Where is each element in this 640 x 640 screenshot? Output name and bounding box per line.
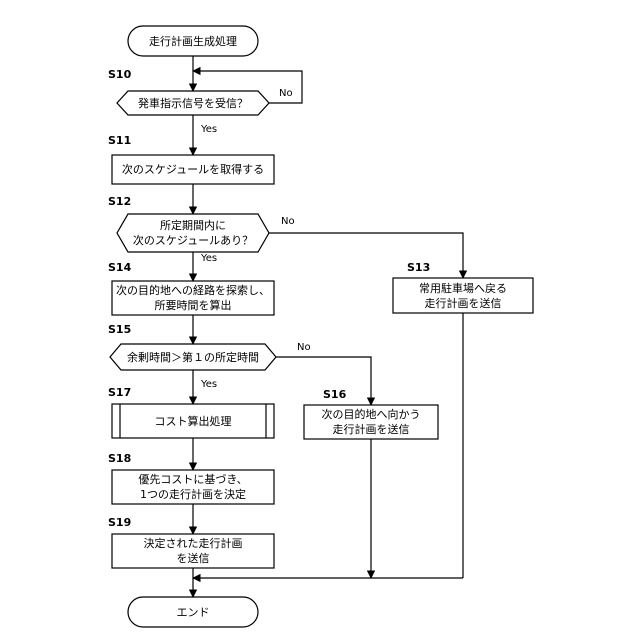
- s19-process: 決定された走行計画 を送信: [112, 534, 274, 568]
- s10-text: 発車指示信号を受信？: [138, 96, 248, 111]
- start-label: 走行計画生成処理: [149, 34, 237, 49]
- s19-text-line2: を送信: [177, 551, 210, 566]
- s12-text-line2: 次のスケジュールあり？: [133, 233, 253, 248]
- s18-step-id: S18: [108, 452, 131, 465]
- s12-no-label: No: [281, 216, 295, 227]
- s17-text: コスト算出処理: [155, 414, 232, 429]
- end-label: エンド: [177, 605, 210, 620]
- s10-yes-label: Yes: [201, 124, 217, 135]
- s11-step-id: S11: [108, 134, 131, 147]
- s15-text: 余剰時間＞第１の所定時間: [127, 350, 259, 365]
- s15-decision: 余剰時間＞第１の所定時間: [110, 344, 276, 370]
- arrow-s12-no-to-s13: [269, 233, 463, 278]
- s16-step-id: S16: [323, 388, 346, 401]
- s18-text-line2: 1つの走行計画を決定: [140, 487, 246, 502]
- end-terminal: エンド: [128, 597, 258, 627]
- s18-text-line1: 優先コストに基づき、: [138, 472, 247, 487]
- s17-step-id: S17: [108, 386, 131, 399]
- s19-text-line1: 決定された走行計画: [144, 536, 243, 551]
- s12-yes-label: Yes: [201, 253, 217, 264]
- s17-subprocess: コスト算出処理: [112, 404, 274, 438]
- s10-step-id: S10: [108, 68, 131, 81]
- s12-step-id: S12: [108, 195, 131, 208]
- s16-process: 次の目的地へ向かう 走行計画を送信: [304, 405, 438, 439]
- s13-text-line2: 走行計画を送信: [425, 296, 502, 311]
- s16-text-line2: 走行計画を送信: [333, 422, 410, 437]
- s12-decision: 所定期間内に 次のスケジュールあり？: [117, 214, 269, 252]
- s18-process: 優先コストに基づき、 1つの走行計画を決定: [112, 470, 274, 504]
- s12-text-line1: 所定期間内に: [160, 218, 226, 233]
- s13-step-id: S13: [407, 261, 430, 274]
- s19-step-id: S19: [108, 516, 131, 529]
- s13-process: 常用駐車場へ戻る 走行計画を送信: [393, 278, 533, 313]
- s16-text-line1: 次の目的地へ向かう: [322, 407, 421, 422]
- s10-no-label: No: [279, 88, 293, 99]
- s14-text-line2: 所要時間を算出: [155, 298, 232, 313]
- s11-text: 次のスケジュールを取得する: [122, 162, 264, 177]
- s11-process: 次のスケジュールを取得する: [112, 155, 274, 184]
- start-terminal: 走行計画生成処理: [128, 26, 258, 56]
- s14-step-id: S14: [108, 261, 131, 274]
- s15-yes-label: Yes: [201, 379, 217, 390]
- s10-decision: 発車指示信号を受信？: [117, 91, 269, 115]
- s14-text-line1: 次の目的地への経路を探索し、: [116, 283, 270, 298]
- s15-step-id: S15: [108, 323, 131, 336]
- s13-text-line1: 常用駐車場へ戻る: [419, 281, 507, 296]
- s15-no-label: No: [297, 342, 311, 353]
- s14-process: 次の目的地への経路を探索し、 所要時間を算出: [112, 281, 274, 315]
